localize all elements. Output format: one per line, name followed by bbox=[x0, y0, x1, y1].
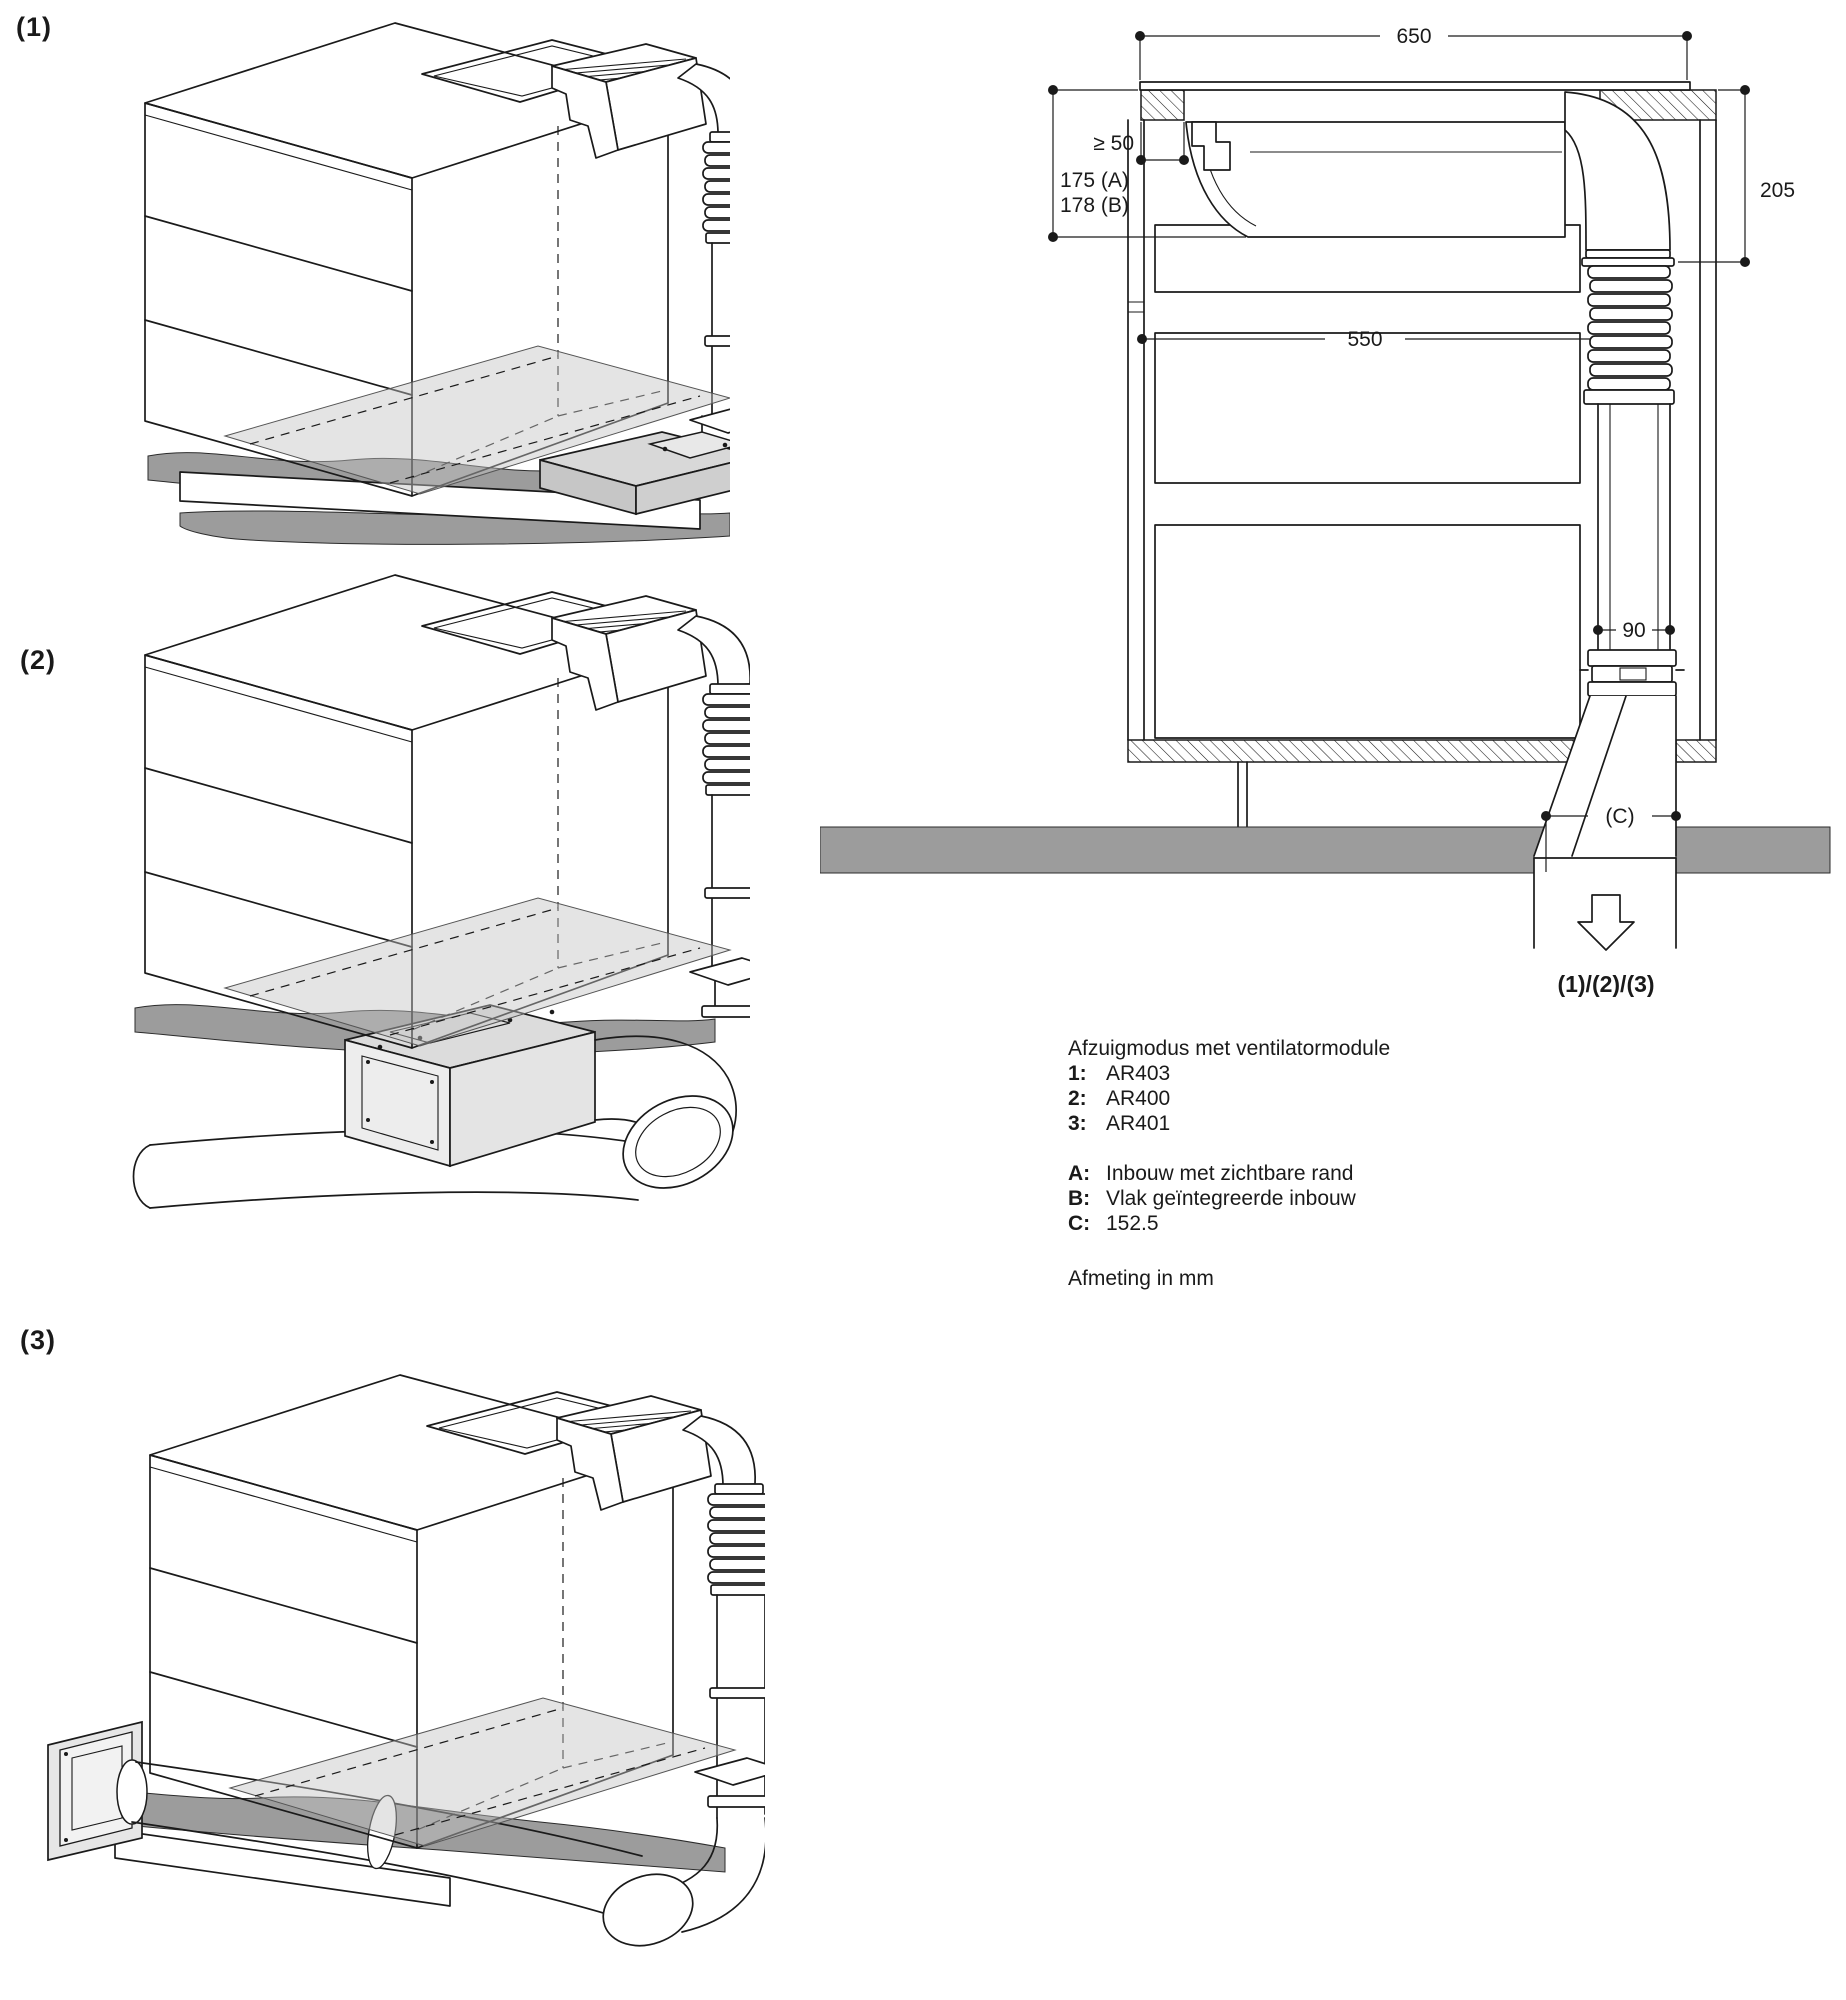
legend-note-a-key: A: bbox=[1068, 1162, 1091, 1185]
legend-note-b: B: Vlak geïntegreerde inbouw bbox=[1068, 1186, 1390, 1211]
round-duct-elbow bbox=[602, 1817, 765, 1947]
cabinet-bottom bbox=[1127, 739, 1591, 763]
legend-note-c-key: C: bbox=[1068, 1212, 1091, 1235]
floor-right bbox=[1675, 826, 1831, 874]
legend-module-2-value: AR400 bbox=[1106, 1087, 1171, 1110]
legend-module-1: 1: AR403 bbox=[1068, 1061, 1390, 1086]
legend: Afzuigmodus met ventilatormodule 1: AR403… bbox=[1068, 1036, 1390, 1291]
legend-note-b-key: B: bbox=[1068, 1187, 1091, 1210]
dim-650: 650 bbox=[1396, 25, 1431, 48]
figure-2-label: (2) bbox=[20, 645, 56, 675]
legend-module-1-value: AR403 bbox=[1106, 1062, 1171, 1085]
legend-module-3-key: 3: bbox=[1068, 1112, 1087, 1135]
floor-left bbox=[820, 826, 1545, 874]
floor-and-outlet bbox=[820, 695, 1831, 951]
dim-min-50: ≥ 50 bbox=[1093, 132, 1134, 155]
dim-90: 90 bbox=[1622, 619, 1645, 642]
duct-stub bbox=[701, 977, 750, 1018]
worktop-left bbox=[1140, 89, 1185, 121]
dim-175-a: 175 (A) bbox=[1060, 169, 1129, 192]
figure-3-label: (3) bbox=[20, 1325, 56, 1355]
legend-module-2: 2: AR400 bbox=[1068, 1086, 1390, 1111]
fan-module-flat bbox=[539, 415, 730, 516]
dim-c: (C) bbox=[1605, 805, 1634, 828]
legend-module-2-key: 2: bbox=[1068, 1087, 1087, 1110]
legend-note-a: A: Inbouw met zichtbare rand bbox=[1068, 1161, 1390, 1186]
iso-figure-2 bbox=[132, 574, 750, 1209]
cabinet-leg bbox=[1237, 761, 1248, 828]
outlet-variants-label: (1)/(2)/(3) bbox=[1557, 971, 1654, 997]
legend-title: Afzuigmodus met ventilatormodule bbox=[1068, 1037, 1391, 1060]
iso-figure-3 bbox=[47, 1374, 765, 1947]
legend-module-1-key: 1: bbox=[1068, 1062, 1087, 1085]
base-board bbox=[179, 471, 701, 530]
dimensions: 650 175 (A) 178 (B) ≥ 50 205 550 90 bbox=[1048, 25, 1795, 997]
duct-stub bbox=[707, 1769, 765, 1819]
legend-note-b-value: Vlak geïntegreerde inbouw bbox=[1106, 1187, 1356, 1210]
fan-module-box bbox=[344, 1004, 596, 1168]
legend-note-a-value: Inbouw met zichtbare rand bbox=[1106, 1162, 1354, 1185]
legend-notes: A: Inbouw met zichtbare rand B: Vlak geïnt… bbox=[1068, 1161, 1390, 1236]
legend-note-c: C: 152.5 bbox=[1068, 1211, 1390, 1236]
cross-section-diagram: 650 175 (A) 178 (B) ≥ 50 205 550 90 bbox=[820, 25, 1831, 997]
legend-footer: Afmeting in mm bbox=[1068, 1267, 1214, 1290]
cooktop-glass bbox=[1139, 81, 1691, 91]
cabinet-section bbox=[1127, 81, 1717, 828]
wall-outlet-box bbox=[47, 1720, 143, 1862]
iso-figure-1 bbox=[144, 22, 730, 545]
mounting-claw bbox=[1191, 121, 1231, 171]
figure-1-label: (1) bbox=[16, 12, 52, 42]
dim-550: 550 bbox=[1347, 328, 1382, 351]
legend-module-3-value: AR401 bbox=[1106, 1112, 1171, 1135]
round-duct-elbow bbox=[594, 1035, 737, 1189]
dim-178-b: 178 (B) bbox=[1060, 194, 1129, 217]
exhaust-duct-section bbox=[1564, 91, 1685, 697]
base-board bbox=[114, 1829, 451, 1907]
legend-module-3: 3: AR401 bbox=[1068, 1111, 1390, 1136]
airflow-arrow-icon bbox=[1577, 894, 1635, 951]
legend-note-c-value: 152.5 bbox=[1106, 1212, 1159, 1235]
dim-205: 205 bbox=[1760, 179, 1795, 202]
downdraft-section bbox=[1185, 121, 1566, 238]
